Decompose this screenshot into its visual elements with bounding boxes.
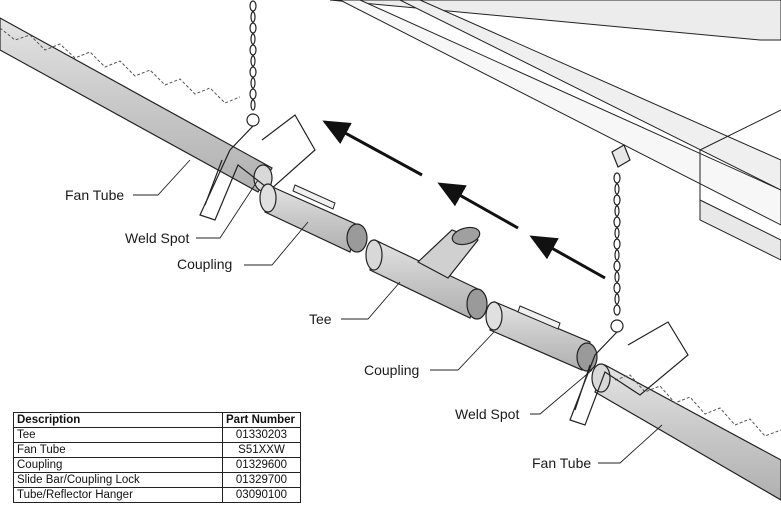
table-row: Coupling 01329600 <box>13 457 301 473</box>
row-description: Coupling <box>13 457 223 473</box>
row-description: Fan Tube <box>13 442 223 458</box>
label-tee: Tee <box>309 311 332 327</box>
label-weld-spot-right: Weld Spot <box>455 406 520 422</box>
parts-table: Description Part Number Tee 01330203 Fan… <box>13 412 301 503</box>
row-description: Tee <box>13 427 223 443</box>
row-part-number: 01329700 <box>222 472 301 488</box>
arrow-1 <box>322 120 423 177</box>
row-description: Tube/Reflector Hanger <box>13 487 223 503</box>
chain-left <box>246 0 260 127</box>
reflector <box>329 0 781 261</box>
coupling-right <box>485 301 598 372</box>
row-part-number: 01329600 <box>222 457 301 473</box>
tee <box>365 226 488 320</box>
chain-right <box>610 172 624 333</box>
row-part-number: 03090100 <box>222 487 301 503</box>
parts-table-header-row: Description Part Number <box>13 412 301 428</box>
row-part-number: S51XXW <box>222 442 301 458</box>
leader-lines <box>133 159 663 464</box>
header-part-number: Part Number <box>222 412 301 428</box>
arrow-2 <box>437 182 519 230</box>
label-fan-tube-right: Fan Tube <box>532 455 592 471</box>
coupling-left-slide-bar <box>292 184 336 210</box>
row-part-number: 01330203 <box>222 427 301 443</box>
assembly-arrows <box>322 120 606 280</box>
arrow-3 <box>529 235 606 280</box>
hanger-left <box>199 0 316 221</box>
header-description: Description <box>13 412 223 428</box>
table-row: Slide Bar/Coupling Lock 01329700 <box>13 472 301 488</box>
coupling-left <box>259 183 368 253</box>
fan-tube-left <box>0 17 273 193</box>
label-coupling-right: Coupling <box>364 362 420 378</box>
row-description: Slide Bar/Coupling Lock <box>13 472 223 488</box>
table-row: Tee 01330203 <box>13 427 301 443</box>
table-row: Fan Tube S51XXW <box>13 442 301 458</box>
fan-tube-right <box>591 363 781 501</box>
label-weld-spot-left: Weld Spot <box>125 230 190 246</box>
label-fan-tube-left: Fan Tube <box>65 187 125 203</box>
coupling-right-slide-bar <box>517 305 561 330</box>
fan-tube-left-baffle <box>0 27 241 104</box>
label-coupling-left: Coupling <box>177 256 233 272</box>
table-row: Tube/Reflector Hanger 03090100 <box>13 487 301 503</box>
hanger-right <box>569 144 689 426</box>
